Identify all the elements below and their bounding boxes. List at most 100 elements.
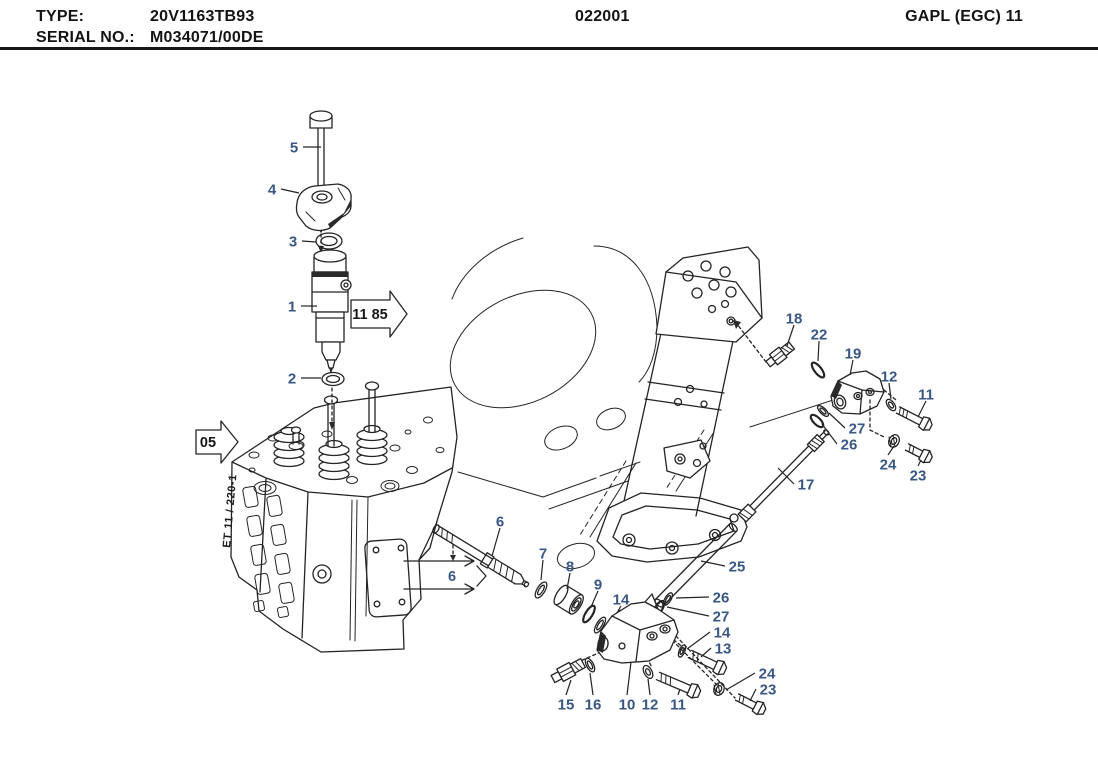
part-label-16: 16 xyxy=(585,696,602,713)
leader-line-22 xyxy=(817,340,820,362)
part-label-19: 19 xyxy=(845,345,862,362)
part-label-2: 2 xyxy=(288,370,296,387)
part-label-26: 26 xyxy=(713,589,730,606)
bolt-23b xyxy=(734,693,767,716)
leader-line-16 xyxy=(589,672,594,696)
leader-line-18 xyxy=(786,324,795,347)
injector-group xyxy=(295,110,352,430)
ring-26r xyxy=(809,413,825,429)
leader-line-12 xyxy=(647,678,651,696)
part-label-4: 4 xyxy=(268,181,277,198)
valve-springs xyxy=(273,381,388,481)
callout-05: 05 xyxy=(195,420,239,464)
leader-line-27 xyxy=(828,412,846,429)
ring-16 xyxy=(584,657,596,673)
pipe-17 xyxy=(737,429,830,523)
leader-line-27 xyxy=(666,606,710,617)
part-label-23: 23 xyxy=(910,467,927,484)
seal-ring-3 xyxy=(315,232,343,250)
part-label-24: 24 xyxy=(759,665,776,682)
part-label-23: 23 xyxy=(760,681,777,698)
fitting-15 xyxy=(550,657,587,684)
o-ring-7 xyxy=(534,581,548,599)
leader-line-17 xyxy=(777,467,795,485)
part-label-3: 3 xyxy=(289,233,297,250)
callout-05-text: 05 xyxy=(200,435,216,451)
group-code: GAPL (EGC) 11 xyxy=(905,8,1023,25)
leader-line-10 xyxy=(626,661,632,696)
washer-12r xyxy=(885,398,897,412)
doc-number: 022001 xyxy=(575,8,630,25)
leader-line-26 xyxy=(675,596,710,599)
part-label-17: 17 xyxy=(798,476,815,493)
part-label-15: 15 xyxy=(558,696,575,713)
leader-line-23 xyxy=(749,688,757,702)
leader-line-14 xyxy=(617,605,622,612)
leader-line-8 xyxy=(566,572,571,590)
leader-line-11 xyxy=(677,688,681,696)
leader-line-23 xyxy=(917,459,922,467)
leader-line-13 xyxy=(700,647,712,658)
flow-arrow-6-text: 6 xyxy=(448,569,456,585)
nut-24r xyxy=(888,434,900,448)
leader-line-24 xyxy=(887,445,895,456)
serial-value: M034071/00DE xyxy=(150,29,264,46)
part-label-14: 14 xyxy=(714,624,731,641)
leader-line-11 xyxy=(917,400,927,418)
leader-line-26 xyxy=(821,423,838,445)
coupling-8 xyxy=(553,584,584,615)
head-port-holes xyxy=(242,485,295,618)
part-label-12: 12 xyxy=(642,696,659,713)
part-label-11: 11 xyxy=(670,696,686,713)
callout-1185: 11 85 xyxy=(350,290,408,338)
ring-14b xyxy=(677,644,687,658)
injection-pump-drawing xyxy=(596,246,763,563)
washer-12b xyxy=(642,664,654,680)
part-label-9: 9 xyxy=(594,576,602,593)
leader-line-25 xyxy=(700,560,726,567)
part-label-25: 25 xyxy=(729,558,746,575)
callout-1185-text: 11 85 xyxy=(352,307,388,323)
o-ring-22 xyxy=(810,361,826,379)
header-divider xyxy=(0,47,1098,50)
part-label-13: 13 xyxy=(715,640,732,657)
part-label-8: 8 xyxy=(566,558,574,575)
bolt-5 xyxy=(309,110,333,253)
serial-label: SERIAL NO.: xyxy=(36,29,135,46)
part-label-14: 14 xyxy=(613,591,630,608)
bolt-13 xyxy=(687,649,728,676)
banjo-block-group xyxy=(733,320,933,464)
part-label-27: 27 xyxy=(849,420,866,437)
part-label-11: 11 xyxy=(918,386,934,403)
leader-line-24 xyxy=(725,672,756,691)
head-top-openings xyxy=(248,416,445,495)
bolt-11b xyxy=(655,671,702,699)
part-label-5: 5 xyxy=(290,139,298,156)
fuel-line-group: 6 xyxy=(403,524,623,634)
part-label-7: 7 xyxy=(539,545,547,562)
bolt-11r xyxy=(895,406,933,431)
part-label-24: 24 xyxy=(880,456,897,473)
leader-line-9 xyxy=(590,590,599,608)
leader-line-4 xyxy=(280,188,300,194)
type-value: 20V1163TB93 xyxy=(150,8,255,25)
leader-line-12 xyxy=(888,382,892,400)
o-rings-9 xyxy=(582,604,607,634)
part-label-10: 10 xyxy=(619,696,636,713)
flow-arrow-annotation xyxy=(403,544,487,595)
sleeve-25 xyxy=(654,522,738,608)
phantom-contours xyxy=(449,237,871,570)
part-label-18: 18 xyxy=(786,310,803,327)
injector-1 xyxy=(311,249,352,374)
leader-line-6 xyxy=(491,527,501,557)
leader-line-3 xyxy=(301,240,317,243)
part-label-6: 6 xyxy=(496,513,504,530)
part-label-27: 27 xyxy=(713,608,730,625)
leader-line-7 xyxy=(540,559,544,581)
block-10 xyxy=(596,593,679,664)
sealing-washer-2 xyxy=(321,371,345,430)
nut-24b xyxy=(713,682,725,696)
